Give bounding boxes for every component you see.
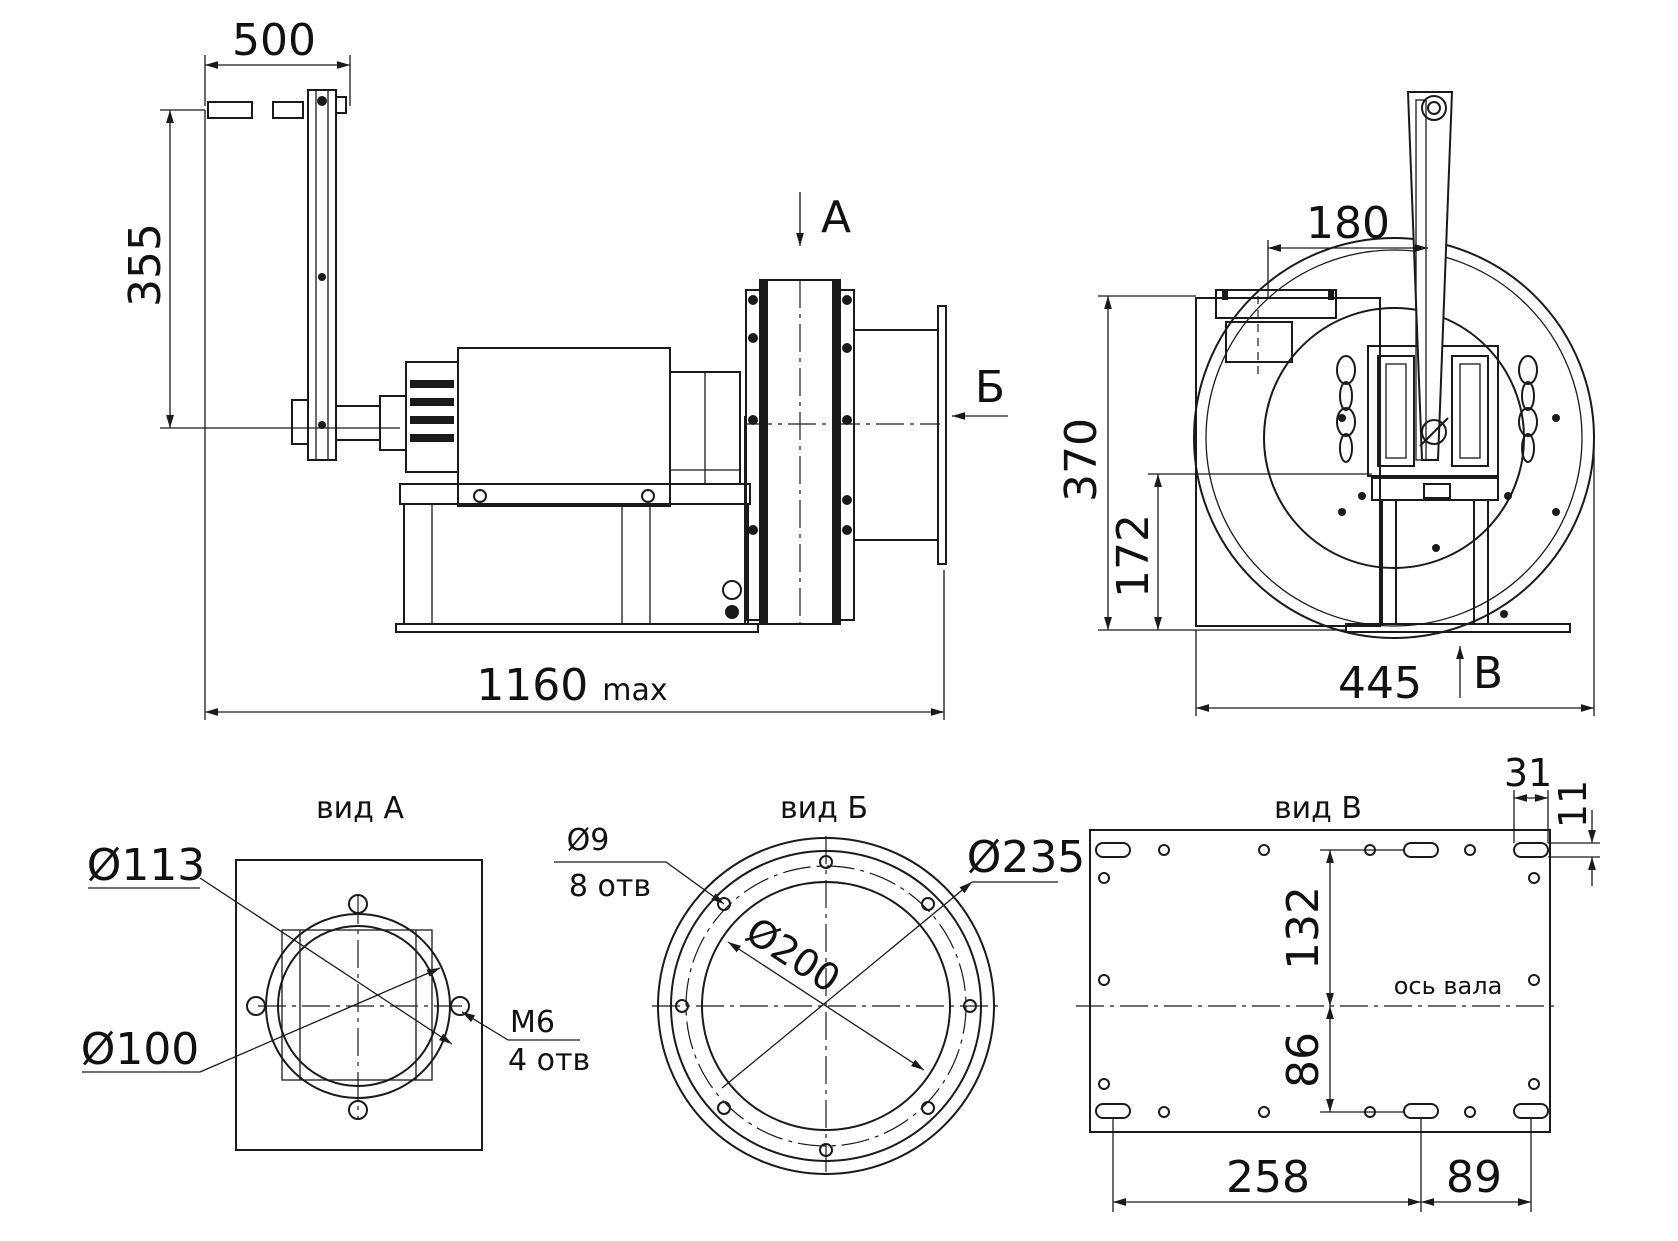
side-view xyxy=(207,89,947,633)
view-b-title: вид Б xyxy=(780,791,868,826)
dim-500: 500 xyxy=(232,15,316,66)
view-b-hole-count: 8 отв xyxy=(569,869,651,904)
view-v-dim-31: 31 xyxy=(1504,751,1552,795)
view-a-title: вид А xyxy=(316,791,404,826)
view-v-dim-89: 89 xyxy=(1446,1152,1502,1203)
dim-1160: 1160 max xyxy=(476,660,667,711)
dim-172: 172 xyxy=(1108,514,1159,598)
view-v: вид В ось вала 132 86 xyxy=(1076,751,1600,1212)
view-v-dim-132: 132 xyxy=(1278,886,1329,970)
chain-left xyxy=(1336,355,1356,463)
side-dimensions: 500 355 1160 max А Б xyxy=(120,15,1008,720)
dim-355: 355 xyxy=(120,223,171,307)
fan-housing-side xyxy=(744,279,940,625)
view-b-hole-d: Ø9 xyxy=(567,823,610,858)
dim-445: 445 xyxy=(1338,658,1422,709)
front-dimensions: 180 370 172 445 В xyxy=(1056,198,1595,716)
motor-unit xyxy=(395,347,759,633)
view-v-dim-258: 258 xyxy=(1226,1152,1310,1203)
view-a-thread-count: 4 отв xyxy=(508,1043,590,1078)
chain-right xyxy=(1518,355,1538,463)
view-a: вид А Ø113 Ø100 М6 4 отв xyxy=(81,791,590,1151)
view-v-dim-86: 86 xyxy=(1278,1032,1329,1088)
dim-180: 180 xyxy=(1306,198,1390,249)
crank-arm xyxy=(207,89,407,461)
view-b-d235: Ø235 xyxy=(967,832,1086,883)
outlet-flange xyxy=(853,305,947,565)
view-v-title: вид В xyxy=(1274,791,1362,826)
view-b-d200: Ø200 xyxy=(738,909,848,1002)
view-a-d100: Ø100 xyxy=(81,1024,200,1075)
marker-v: В xyxy=(1473,648,1503,699)
dim-370: 370 xyxy=(1056,418,1107,502)
view-v-dim-11: 11 xyxy=(1551,780,1595,828)
front-view xyxy=(1193,91,1595,639)
view-a-d113: Ø113 xyxy=(87,840,206,891)
marker-b: Б xyxy=(975,362,1005,413)
view-b: вид Б Ø9 8 отв Ø200 Ø235 xyxy=(554,791,1085,1176)
marker-a: А xyxy=(821,192,851,243)
view-a-thread: М6 xyxy=(510,1005,555,1040)
view-v-axis-label: ось вала xyxy=(1394,972,1503,1000)
